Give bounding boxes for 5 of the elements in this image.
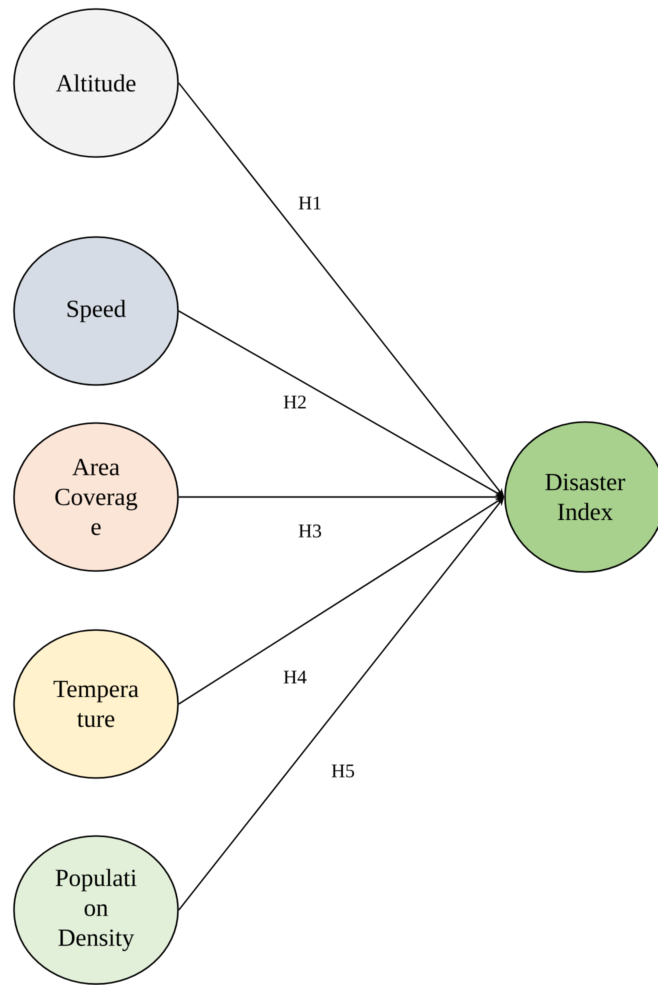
edge-label: H2	[281, 394, 309, 410]
edge-label: H4	[281, 668, 309, 686]
edge-label: H3	[296, 522, 324, 540]
edge-label: H1	[296, 194, 324, 212]
edge-label: H5	[329, 762, 357, 780]
